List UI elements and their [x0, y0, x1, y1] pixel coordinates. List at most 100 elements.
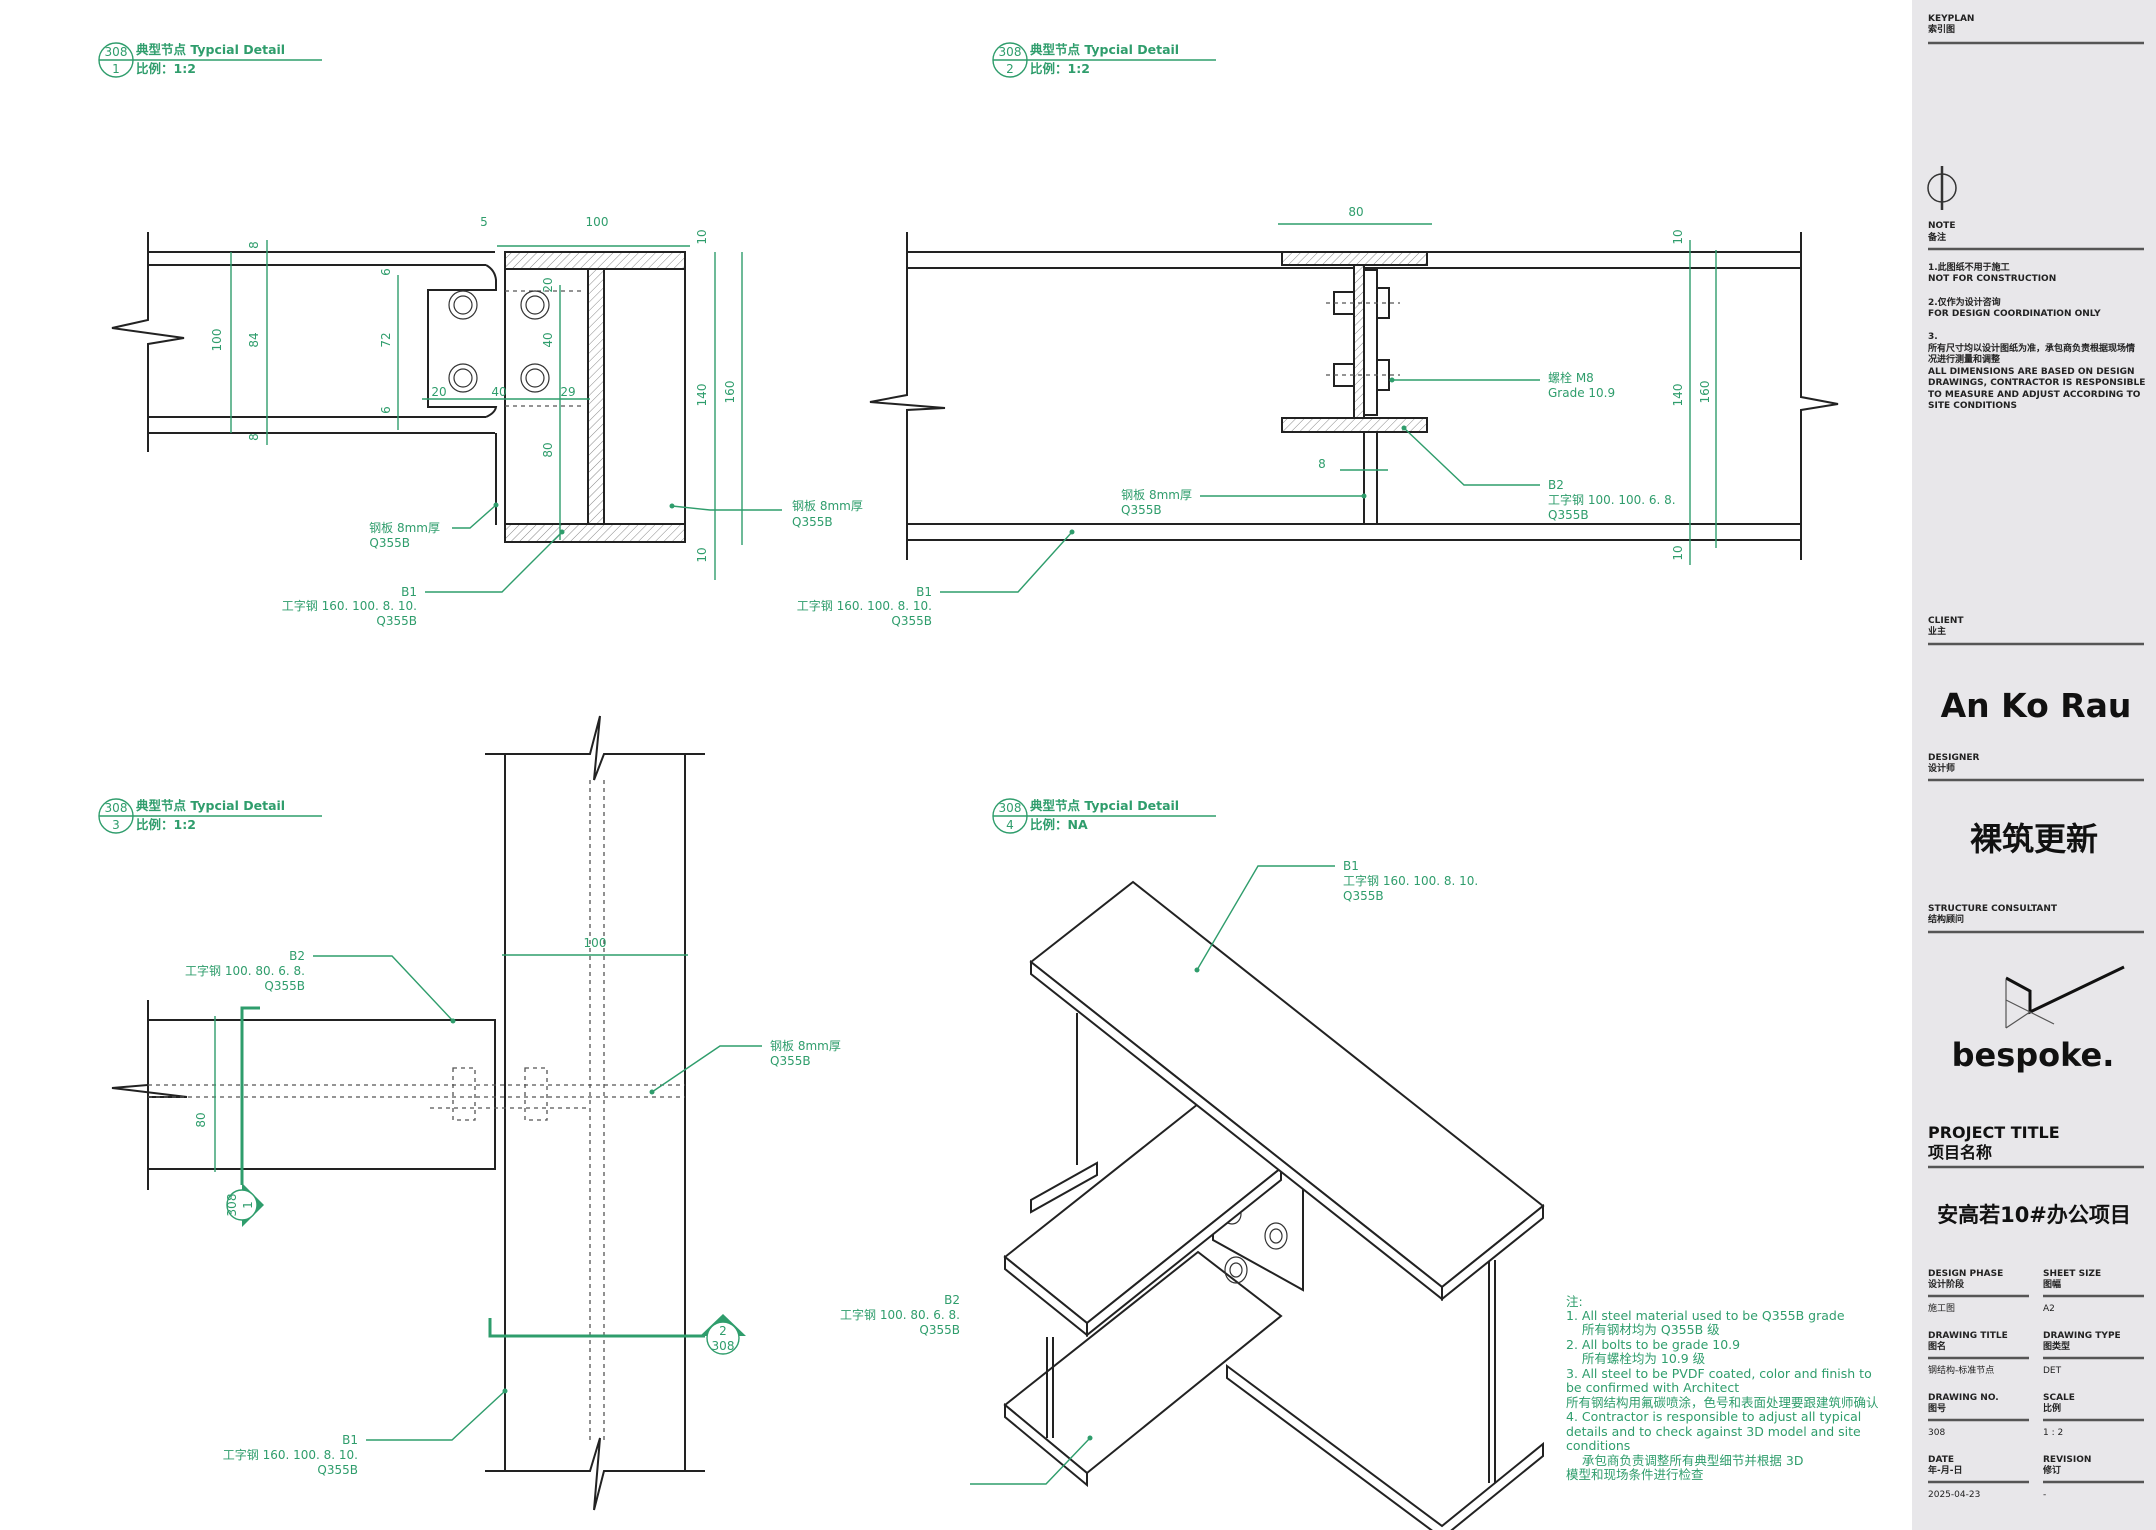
bolt-icon	[520, 290, 550, 320]
beam-label: B1	[401, 585, 417, 599]
general-notes: 注: 1. All steel material used to be Q355…	[1566, 1294, 1879, 1482]
sidebar-note: SITE CONDITIONS	[1928, 401, 2017, 411]
dimension-label: 100	[584, 936, 607, 950]
dimension-label: 8	[247, 241, 261, 249]
detail-header-1: 308 1 典型节点 Typcial Detail 比例：1:2	[98, 42, 322, 78]
keyplan-label: KEYPLAN	[1928, 14, 1974, 24]
beam-label-spec: 工字钢 160. 100. 8. 10.	[1343, 873, 1478, 888]
field-value: DET	[2043, 1366, 2062, 1376]
plate-label-grade: Q355B	[792, 515, 833, 529]
keyplan-label-cn: 索引图	[1928, 23, 1955, 35]
dimension-label: 80	[1348, 205, 1363, 219]
beam-label-spec: 工字钢 160. 100. 8. 10.	[797, 598, 932, 613]
dimension-label: 84	[247, 332, 261, 347]
note-label: NOTE	[1928, 221, 1955, 231]
bolt-icon	[1326, 359, 1400, 391]
detail-3-drawing: 100 80 B2 工字钢 100. 80. 6. 8. Q355B 钢板 8m…	[111, 715, 841, 1511]
project-title: 安高若10#办公项目	[1937, 1203, 2131, 1227]
detail-2-drawing: 80 10 140 160 10 8 螺栓 M8 Grade 10.9 B2 工…	[797, 205, 1839, 628]
detail-header-2: 308 2 典型节点 Typcial Detail 比例：1:2	[992, 42, 1216, 78]
beam-label-grade: Q355B	[891, 614, 932, 628]
field-value: A2	[2043, 1304, 2055, 1314]
detail-scale: 比例：NA	[1030, 817, 1088, 832]
plate-label-grade: Q355B	[770, 1054, 811, 1068]
beam-label-spec: 工字钢 100. 80. 6. 8.	[185, 963, 305, 978]
field-label: SCALE	[2043, 1393, 2075, 1403]
note-line: 所有螺栓均为 10.9 级	[1566, 1351, 1706, 1366]
dimension-label: 72	[379, 332, 393, 347]
dimension-label: 100	[586, 215, 609, 229]
beam-label: B1	[1343, 859, 1359, 873]
field-scale: SCALE 比例 1 : 2	[2043, 1393, 2144, 1438]
sidebar-note: DRAWINGS, CONTRACTOR IS RESPONSIBLE	[1928, 378, 2145, 388]
detail-sheet-number: 308	[105, 801, 128, 815]
field-label-cn: 图号	[1928, 1403, 1946, 1414]
field-label: SHEET SIZE	[2043, 1269, 2101, 1279]
field-revision: REVISION 修订 -	[2042, 1455, 2144, 1500]
beam-label-grade: Q355B	[376, 614, 417, 628]
plate-label: 钢板 8mm厚	[770, 1039, 841, 1053]
note-line: 1. All steel material used to be Q355B g…	[1566, 1308, 1845, 1323]
plate-label: 钢板 8mm厚	[1121, 488, 1192, 502]
note-line: conditions	[1566, 1438, 1630, 1453]
section-marker-2: 2 308	[488, 1314, 746, 1355]
dimension-label: 8	[247, 433, 261, 441]
dimension-label: 10	[695, 547, 709, 562]
sidebar-note: FOR DESIGN COORDINATION ONLY	[1928, 309, 2101, 319]
field-label: DRAWING TITLE	[1928, 1331, 2008, 1341]
field-label: DRAWING NO.	[1928, 1393, 1999, 1403]
plate-label: 钢板 8mm厚	[792, 499, 863, 513]
field-label-cn: 图幅	[2043, 1278, 2061, 1290]
detail-title: 典型节点 Typcial Detail	[136, 798, 285, 813]
title-block: KEYPLAN 索引图 NOTE 备注 1.此图纸不用于施工 NOT FOR C…	[1912, 0, 2156, 1530]
dimension-label: 160	[1698, 381, 1712, 404]
detail-header-3: 308 3 典型节点 Typcial Detail 比例：1:2	[98, 798, 322, 834]
sidebar-note: 3.	[1928, 332, 1938, 342]
dimension-label: 10	[1671, 545, 1685, 560]
field-label: DESIGN PHASE	[1928, 1269, 2003, 1279]
beam-label-spec: 工字钢 100. 100. 6. 8.	[1548, 492, 1676, 507]
detail-scale: 比例：1:2	[1030, 61, 1090, 76]
beam-label-spec: 工字钢 100. 80. 6. 8.	[840, 1307, 960, 1322]
designer-name: 裸筑更新	[1970, 820, 2098, 858]
field-value: 施工图	[1928, 1302, 1955, 1314]
field-drawing-type: DRAWING TYPE 图类型 DET	[2043, 1331, 2144, 1376]
beam-label: B2	[944, 1293, 960, 1307]
dimension-label: 160	[723, 381, 737, 404]
bolt-icon	[1224, 1256, 1248, 1284]
detail-title: 典型节点 Typcial Detail	[136, 42, 285, 57]
bolt-label: 螺栓 M8	[1548, 370, 1594, 385]
field-drawing-no: DRAWING NO. 图号 308	[1928, 1393, 2029, 1438]
beam-label-grade: Q355B	[1343, 889, 1384, 903]
beam-label-spec: 工字钢 160. 100. 8. 10.	[223, 1447, 358, 1462]
note-line: 3. All steel to be PVDF coated, color an…	[1566, 1366, 1872, 1381]
detail-sheet-number: 308	[999, 801, 1022, 815]
detail-number: 4	[1006, 818, 1014, 832]
section-sheet: 308	[712, 1339, 735, 1353]
sidebar-note: ALL DIMENSIONS ARE BASED ON DESIGN	[1928, 367, 2135, 377]
project-title-label: PROJECT TITLE	[1928, 1123, 2060, 1142]
beam-label: B1	[342, 1433, 358, 1447]
client-name: An Ko Rau	[1941, 686, 2132, 725]
field-label-cn: 修订	[2042, 1464, 2061, 1476]
bolt-icon	[448, 363, 478, 393]
note-line: details and to check against 3D model an…	[1566, 1424, 1861, 1439]
sidebar-note: 所有尺寸均以设计图纸为准，承包商负责根据现场情	[1928, 342, 2135, 354]
plate-label-grade: Q355B	[1121, 503, 1162, 517]
consultant-logo-text: bespoke.	[1952, 1036, 2115, 1074]
dimension-label: 5	[480, 215, 488, 229]
field-sheet-size: SHEET SIZE 图幅 A2	[2043, 1269, 2144, 1314]
project-title-label-cn: 项目名称	[1928, 1143, 1992, 1162]
detail-scale: 比例：1:2	[136, 817, 196, 832]
plate-label-grade: Q355B	[369, 536, 410, 550]
field-label-cn: 图名	[1928, 1340, 1946, 1352]
detail-number: 3	[112, 818, 120, 832]
bolt-icon	[452, 1067, 476, 1121]
beam-label-grade: Q355B	[1548, 508, 1589, 522]
dimension-label: 6	[379, 268, 393, 276]
consultant-label: STRUCTURE CONSULTANT	[1928, 904, 2058, 914]
notes-heading: 注:	[1566, 1294, 1583, 1309]
note-label-cn: 备注	[1927, 231, 1946, 243]
sidebar-note: TO MEASURE AND ADJUST ACCORDING TO	[1928, 390, 2141, 400]
